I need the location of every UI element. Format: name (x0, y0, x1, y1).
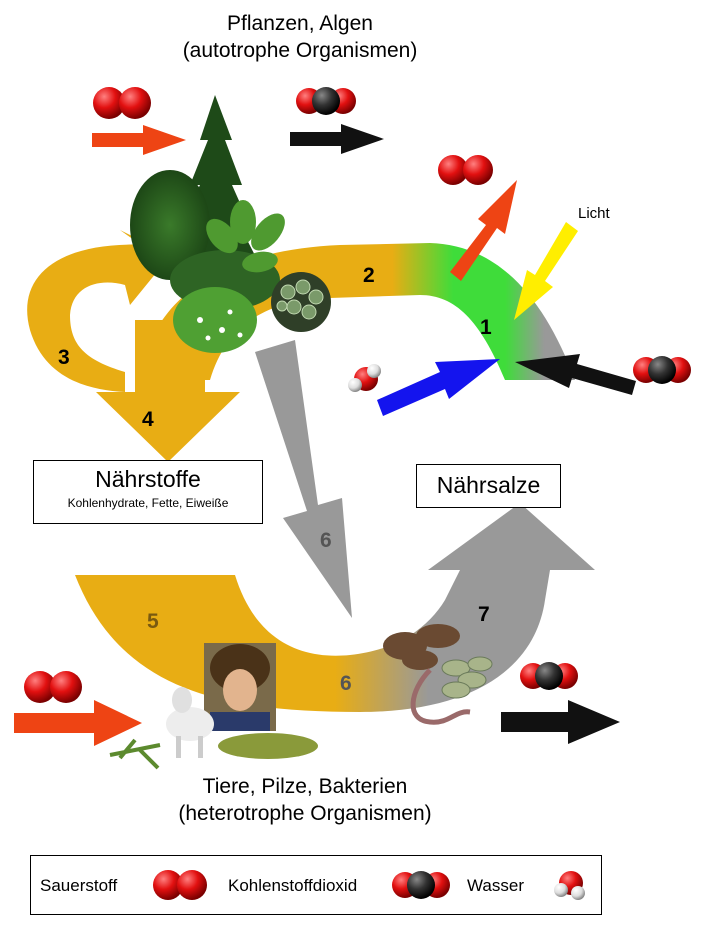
water-molecule-top (348, 364, 381, 392)
legend-co2-icon (392, 871, 450, 899)
person-portrait (204, 643, 276, 731)
arrow-6-down (255, 340, 352, 618)
deciduous-tree (130, 170, 210, 280)
grass-flowers-dots (197, 309, 243, 341)
animals-fungi-bacteria-collage (109, 624, 493, 770)
naehrsalze-title: Nährsalze (436, 472, 541, 498)
arrow-4 (96, 320, 240, 462)
step-number-6b: 6 (340, 672, 352, 695)
step-number-3: 3 (58, 346, 70, 369)
water-in-arrow (377, 359, 500, 416)
algae-cells (276, 279, 324, 320)
autotroph-title-line2: (autotrophe Organismen) (182, 39, 418, 62)
grasshopper (109, 738, 161, 770)
grass-flowers (173, 287, 257, 353)
loop-arrow-3 (27, 230, 165, 392)
naehrstoffe-box: Nährstoffe Kohlenhydrate, Fette, Eiweiße (33, 460, 263, 524)
legend-kohlenstoffdioxid-label: Kohlenstoffdioxid (228, 876, 358, 895)
naehrsalze-box: Nährsalze (416, 464, 561, 508)
oxygen-out-arrow (450, 180, 517, 281)
step-number-4: 4 (142, 408, 154, 431)
naehrstoffe-title: Nährstoffe (95, 466, 201, 492)
co2-out-arrow-bottom (501, 700, 620, 744)
heterotroph-title-line2: (heterotrophe Organismen) (178, 802, 432, 825)
oxygen-in-arrow-top (92, 125, 186, 155)
chestnut-leaf (206, 200, 285, 273)
legend-oxygen-icon (153, 870, 207, 900)
step-number-6a: 6 (320, 529, 332, 552)
plants-algae-collage (130, 95, 331, 353)
step-number-1: 1 (480, 316, 492, 339)
co2-molecule-right (633, 356, 691, 384)
oxygen-molecule-top-left (93, 87, 151, 119)
goat (166, 687, 214, 758)
heterotroph-title-line1: Tiere, Pilze, Bakterien (202, 775, 408, 798)
light-arrow (514, 222, 578, 320)
fish (218, 733, 318, 759)
legend-water-icon (554, 871, 585, 900)
legend-sauerstoff-label: Sauerstoff (40, 876, 118, 895)
licht-label: Licht (578, 205, 610, 222)
oxygen-molecule-bottom-left (24, 671, 82, 703)
step-number-5: 5 (147, 610, 159, 633)
step-number-2: 2 (363, 264, 375, 287)
step-number-7: 7 (478, 603, 490, 626)
co2-in-arrow (515, 354, 636, 395)
fungi (383, 624, 460, 670)
heterotroph-title: Tiere, Pilze, Bakterien (heterotrophe Or… (140, 773, 470, 827)
legend-wasser-label: Wasser (467, 876, 524, 895)
co2-molecule-bottom-right (520, 662, 578, 690)
oxygen-in-arrow-bottom (14, 700, 142, 746)
co2-out-arrow-top (290, 124, 384, 154)
legend: Sauerstoff Kohlenstoffdioxid Wasser (30, 855, 602, 915)
naehrstoffe-subtitle: Kohlenhydrate, Fette, Eiweiße (67, 496, 229, 510)
earthworm (410, 668, 471, 725)
bacteria (441, 656, 493, 699)
autotroph-title-line1: Pflanzen, Algen (227, 12, 373, 35)
oxygen-molecule-top-right (438, 155, 493, 185)
autotroph-title: Pflanzen, Algen (autotrophe Organismen) (140, 10, 460, 64)
co2-molecule-top (296, 87, 356, 115)
